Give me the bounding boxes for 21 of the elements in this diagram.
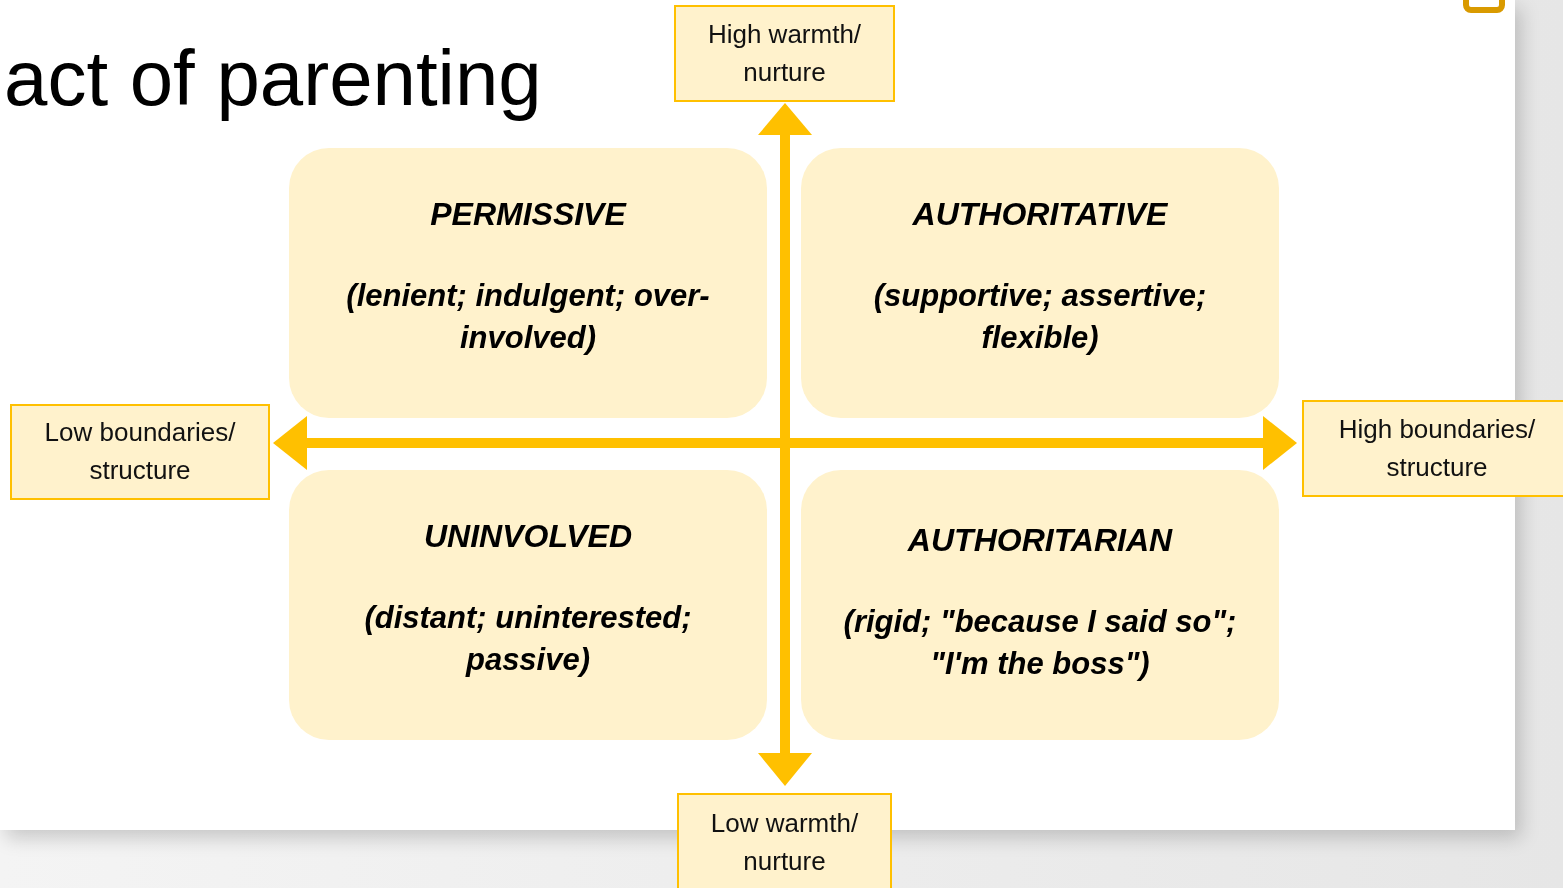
quadrant-heading: PERMISSIVE — [430, 196, 626, 233]
axis-label-box — [1302, 400, 1563, 497]
quadrant-box — [801, 470, 1279, 740]
quadrant-heading: AUTHORITARIAN — [907, 522, 1173, 559]
quadrant-heading: AUTHORITATIVE — [912, 196, 1168, 233]
quadrant-box — [801, 148, 1279, 418]
quadrant-description: (rigid; "because I said so"; "I'm the boss") — [842, 603, 1238, 683]
axis-label: Low warmth/ nurture — [709, 807, 860, 878]
axis-label: High boundaries/ structure — [1337, 412, 1537, 484]
quadrant-description: (lenient; indulgent; over-involved) — [345, 277, 711, 357]
quadrant-box — [289, 470, 767, 740]
axis-label: High warmth/ nurture — [706, 17, 863, 89]
axis-label: Low boundaries/ structure — [43, 416, 237, 487]
quadrant-box — [289, 148, 767, 418]
axis-label-box — [10, 404, 270, 500]
quadrant-description: (distant; uninterested; passive) — [363, 599, 693, 679]
quadrant-heading: UNINVOLVED — [424, 518, 632, 555]
quadrant-description: (supportive; assertive; flexible) — [872, 277, 1208, 357]
axis-label-box — [677, 793, 892, 888]
slide-title: act of parenting — [4, 34, 542, 124]
axis-label-box — [674, 5, 895, 102]
